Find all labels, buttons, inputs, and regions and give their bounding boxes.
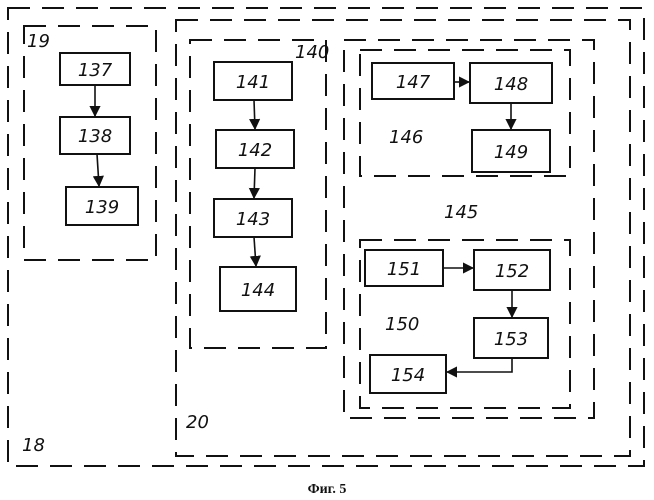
block-139-label: 139 [85,197,119,218]
region-19-label: 19 [27,31,50,52]
arrow-142-143 [254,168,255,198]
block-144-label: 144 [241,280,275,301]
arrow-138-139 [97,154,99,186]
block-142-label: 142 [238,140,272,161]
block-153-label: 153 [494,329,528,350]
block-141-label: 141 [236,72,270,93]
region-140-label: 140 [295,42,329,63]
region-150-label: 150 [385,314,419,335]
region-146-label: 146 [389,127,423,148]
block-143-label: 143 [236,209,270,230]
block-154-label: 154 [391,365,425,386]
arrow-143-144 [254,237,256,266]
region-18-label: 18 [22,435,45,456]
block-152-label: 152 [495,261,529,282]
block-148-label: 148 [494,74,528,95]
arrow-141-142 [254,100,255,129]
arrow-153-154 [447,358,512,372]
figure-caption: Фиг. 5 [308,482,347,497]
block-138-label: 138 [78,126,112,147]
block-137-label: 137 [78,60,113,81]
region-20-label: 20 [186,412,209,433]
region-145-label: 145 [444,202,478,223]
block-151-label: 151 [387,259,421,280]
block-147-label: 147 [396,72,431,93]
block-149-label: 149 [494,142,528,163]
